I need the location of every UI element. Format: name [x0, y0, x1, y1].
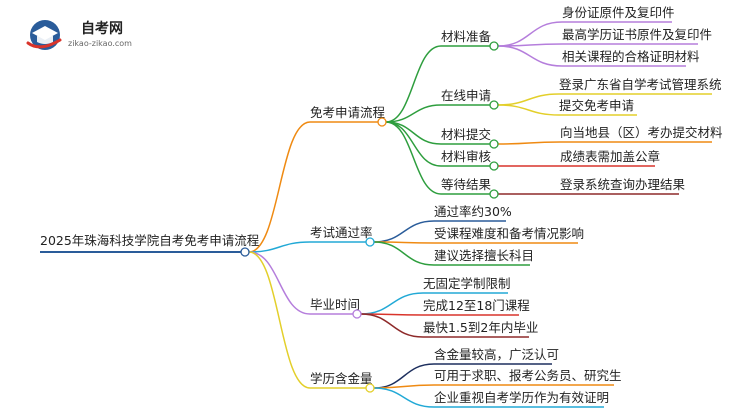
leaf-node-label: 登录系统查询办理结果 [560, 177, 686, 192]
leaf-node-label: 含金量较高，广泛认可 [434, 347, 559, 362]
sub-node-label: 在线申请 [441, 88, 491, 103]
leaf-node-label: 相关课程的合格证明材料 [562, 49, 700, 64]
branch-node-label: 免考申请流程 [310, 105, 386, 120]
sub-node-label: 等待结果 [441, 177, 492, 192]
logo-name: 自考网 [81, 20, 123, 37]
root-node-label: 2025年珠海科技学院自考免考申请流程 [40, 233, 260, 248]
edge-branch-leaf [373, 387, 435, 408]
leaf-node-label: 无固定学制限制 [423, 276, 511, 291]
edge-branch-sub [385, 121, 442, 195]
leaf-node-label: 企业重视自考学历作为有效证明 [434, 390, 609, 405]
edge-branch-leaf [373, 241, 435, 266]
branch-node-label: 考试通过率 [310, 225, 373, 240]
edge-root-branch [248, 251, 311, 389]
edge-root-branch [248, 121, 311, 253]
leaf-node-label: 建议选择擅长科目 [434, 248, 534, 263]
edge-branch-leaf [360, 292, 424, 315]
edge-sub-leaf [497, 141, 561, 145]
edge-root-branch [248, 251, 311, 315]
collapse-toggle-icon[interactable] [489, 41, 499, 51]
leaf-node-label: 向当地县（区）考办提交材料 [560, 125, 723, 140]
collapse-toggle-icon[interactable] [365, 237, 375, 247]
edge-sub-leaf [497, 93, 560, 106]
edge-sub-leaf [497, 104, 560, 116]
edge-sub-leaf [497, 45, 563, 67]
leaf-node-label: 成绩表需加盖公章 [560, 149, 660, 164]
site-logo[interactable]: 自考网 zikao-zikao.com [26, 20, 132, 50]
edge-sub-leaf [497, 21, 563, 47]
edge-root-branch [248, 241, 311, 253]
logo-domain: zikao-zikao.com [68, 39, 132, 48]
collapse-toggle-icon[interactable] [489, 161, 499, 171]
sub-node-label: 材料准备 [441, 29, 492, 44]
collapse-toggle-icon[interactable] [377, 117, 387, 127]
collapse-toggle-icon[interactable] [489, 139, 499, 149]
leaf-node-label: 受课程难度和备考情况影响 [434, 226, 584, 241]
leaf-node-label: 通过率约30% [434, 204, 512, 219]
branch-node-label: 毕业时间 [310, 297, 360, 312]
sub-node-label: 材料提交 [441, 127, 491, 142]
collapse-toggle-icon[interactable] [352, 309, 362, 319]
mindmap-edges [248, 21, 563, 408]
edge-branch-leaf [373, 220, 435, 243]
leaf-node-label: 身份证原件及复印件 [562, 5, 675, 20]
collapse-toggle-icon[interactable] [240, 247, 250, 257]
leaf-node-label: 登录广东省自学考试管理系统 [559, 77, 722, 92]
graduation-cap-icon [26, 20, 62, 50]
collapse-toggle-icon[interactable] [489, 189, 499, 199]
mindmap-nodes: 2025年珠海科技学院自考免考申请流程 免考申请流程 材料准备 身份证原件及复印件最高… [40, 5, 723, 408]
leaf-node-label: 最快1.5到2年内毕业 [423, 320, 538, 335]
sub-node-label: 材料审核 [441, 149, 492, 164]
leaf-node-label: 完成12至18门课程 [423, 298, 530, 313]
branch-node-label: 学历含金量 [310, 371, 373, 386]
leaf-node-label: 最高学历证书原件及复印件 [562, 27, 712, 42]
collapse-toggle-icon[interactable] [489, 100, 499, 110]
edge-branch-sub [385, 45, 442, 123]
collapse-toggle-icon[interactable] [365, 383, 375, 393]
leaf-node-label: 可用于求职、报考公务员、研究生 [434, 368, 622, 383]
leaf-node-label: 提交免考申请 [559, 98, 634, 113]
edge-branch-leaf [360, 313, 424, 338]
edge-branch-sub [385, 104, 442, 123]
